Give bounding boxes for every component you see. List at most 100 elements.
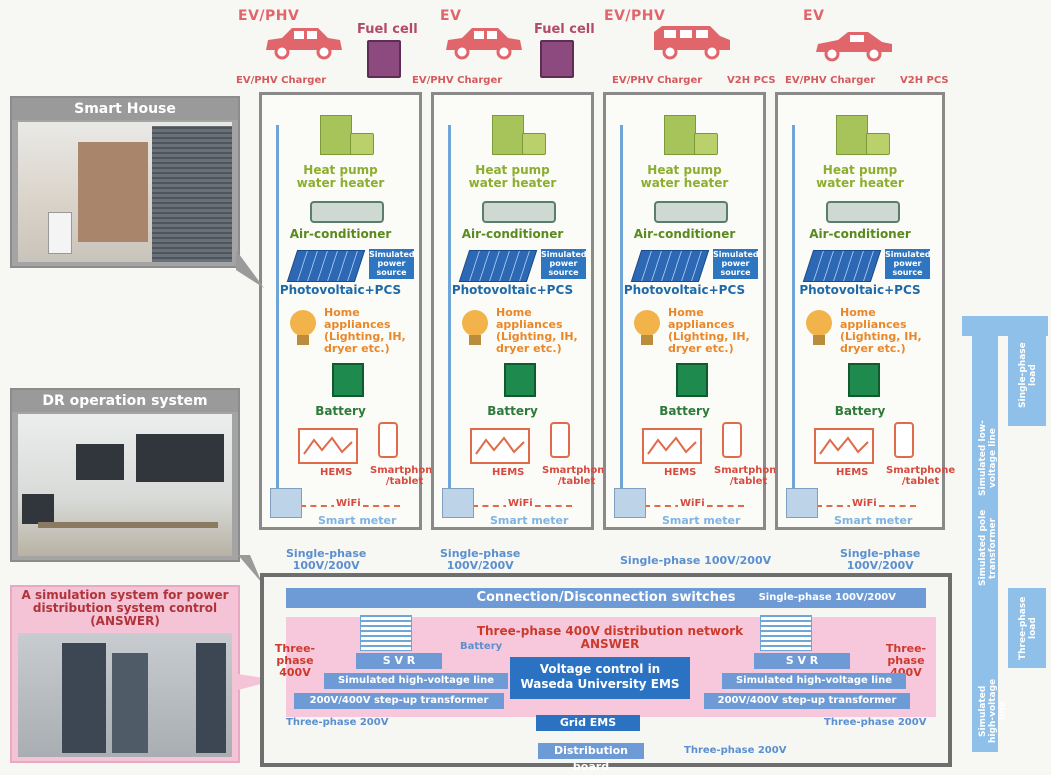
bus-line — [620, 125, 623, 505]
heat-pump-unit-icon — [522, 133, 546, 155]
switches-label: Connection/Disconnection switches — [476, 590, 736, 605]
smart-meter-icon — [270, 488, 302, 518]
charger-label-1: EV/PHV Charger — [236, 75, 327, 86]
sim-pole-label: Simulated pole transformer — [978, 509, 998, 587]
smartphone-icon — [722, 422, 742, 458]
battery-icon — [848, 363, 880, 397]
stepup-right: 200V/400V step-up transformer — [704, 693, 910, 709]
svr-left: S V R — [356, 653, 442, 669]
fuel-cell-label-1: Fuel cell — [357, 22, 418, 37]
smart-house-photo — [18, 122, 232, 262]
bus-line — [792, 125, 795, 505]
battery-icon — [676, 363, 708, 397]
switches-right-label: Single-phase 100V/200V — [758, 592, 896, 603]
pv-label: Photovoltaic+PCS — [279, 283, 402, 297]
heat-pump-unit-icon — [694, 133, 718, 155]
battery-label: Battery — [834, 404, 886, 418]
smart-meter-label: Smart meter — [490, 514, 569, 527]
stepup-left: 200V/400V step-up transformer — [294, 693, 504, 709]
bus-line — [448, 125, 451, 505]
air-conditioner-icon — [826, 201, 900, 223]
three-phase-load-box — [1008, 588, 1046, 668]
smartphone-label: Smartphone/tablet — [886, 465, 956, 487]
solar-panel-icon — [286, 250, 366, 282]
heat-pump-icon — [492, 115, 524, 155]
air-conditioner-icon — [654, 201, 728, 223]
hv-line-right: Simulated high-voltage line — [722, 673, 906, 689]
heat-pump-icon — [836, 115, 868, 155]
supply-label-3: Single-phase 100V/200V — [620, 554, 772, 567]
smart-meter-icon — [786, 488, 818, 518]
three-phase-200-left: Three-phase 200V — [286, 717, 389, 728]
fuel-cell-icon-2 — [540, 40, 574, 78]
dr-pointer — [238, 555, 262, 583]
battery-label: Battery — [659, 404, 710, 418]
battery-icon — [332, 363, 364, 397]
bus-line — [276, 125, 279, 505]
air-conditioner-icon — [482, 201, 556, 223]
sim-lv-line-label: Simulated low-voltage line — [978, 420, 998, 496]
charger-label-4: EV/PHV Charger — [785, 75, 876, 86]
bulb-base — [641, 335, 653, 345]
air-conditioner-label: Air-conditioner — [289, 227, 392, 241]
dr-title: DR operation system — [12, 390, 238, 412]
right-vertical-bus — [972, 316, 998, 752]
pv-label: Photovoltaic+PCS — [451, 283, 574, 297]
hems-icon — [298, 428, 358, 464]
single-phase-load-box — [1008, 316, 1046, 426]
bulb-icon — [634, 310, 660, 336]
hv-line-left: Simulated high-voltage line — [324, 673, 508, 689]
wifi-label: WiFi — [850, 498, 879, 509]
fuel-cell-icon-1 — [367, 40, 401, 78]
transformer-icon-right — [760, 615, 812, 651]
hems-label: HEMS — [320, 467, 353, 478]
hems-icon — [642, 428, 702, 464]
smart-meter-label: Smart meter — [662, 514, 741, 527]
answer-photo — [18, 633, 232, 757]
three-phase-load-label: Three-phase load — [1018, 596, 1038, 660]
bulb-base — [469, 335, 481, 345]
battery-label: Battery — [487, 404, 538, 418]
charger-label-3: EV/PHV Charger — [612, 75, 703, 86]
smart-house-title: Smart House — [12, 98, 238, 120]
heat-pump-icon — [320, 115, 352, 155]
air-conditioner-label: Air-conditioner — [461, 227, 564, 241]
heat-pump-icon — [664, 115, 696, 155]
smartphone-icon — [894, 422, 914, 458]
smart-meter-icon — [442, 488, 474, 518]
solar-panel-icon — [458, 250, 538, 282]
answer-pointer — [238, 674, 276, 690]
ev-label-2: EV — [440, 8, 462, 24]
v2h-label-3: V2H PCS — [727, 75, 776, 86]
distribution-network-box: Connection/Disconnection switches Single… — [260, 573, 952, 773]
svr-right: S V R — [754, 653, 850, 669]
smart-meter-label: Smart meter — [834, 514, 913, 527]
bulb-icon — [462, 310, 488, 336]
appliances-label: Home appliances(Lighting, IH,dryer etc.) — [496, 306, 578, 355]
car-icon-2 — [446, 28, 522, 60]
smartphone-label: Smartphone/tablet — [542, 465, 612, 487]
appliances-label: Home appliances(Lighting, IH,dryer etc.) — [324, 306, 406, 355]
charger-label-2: EV/PHV Charger — [412, 75, 503, 86]
air-conditioner-icon — [310, 201, 384, 223]
network-battery-label: Battery — [460, 641, 503, 652]
appliances-label: Home appliances(Lighting, IH,dryer etc.) — [668, 306, 750, 355]
air-conditioner-label: Air-conditioner — [633, 227, 736, 241]
grid-ems-box: Grid EMS — [536, 715, 640, 731]
smartphone-icon — [378, 422, 398, 458]
smart-house-pointer — [236, 250, 264, 288]
